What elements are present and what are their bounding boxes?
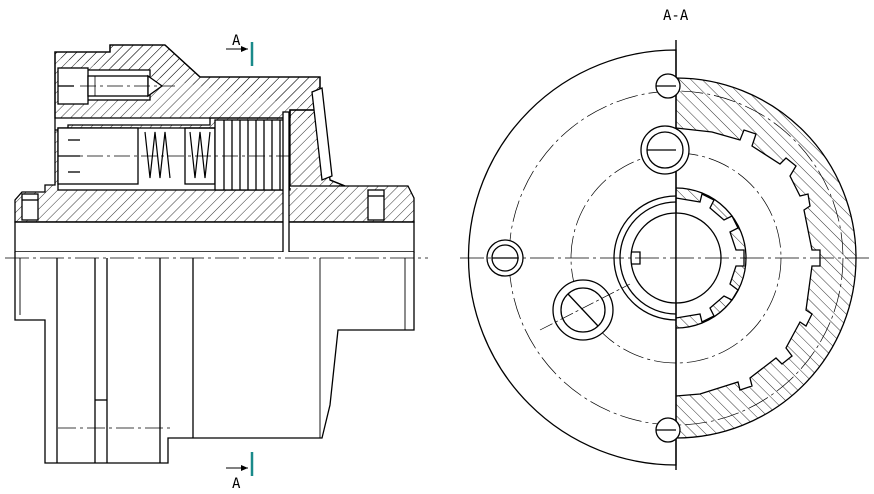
shaft-pin [282, 111, 290, 259]
screw-hole-lower [539, 279, 631, 341]
housing-lower-outline [14, 252, 415, 464]
cut-label-top: A [232, 33, 241, 49]
outer-disc-left [467, 49, 677, 466]
spring-left [144, 131, 171, 179]
cut-marker-bottom: A [226, 452, 254, 492]
disc-stack [214, 119, 288, 191]
screw-hole-bottom [655, 417, 681, 443]
spring-right [189, 131, 211, 179]
side-section-view [5, 44, 428, 464]
section-aa-view [460, 40, 870, 470]
set-screw-right [367, 189, 385, 221]
screw-hole-upper [640, 125, 690, 175]
set-screw-left [21, 193, 39, 221]
screw-hole-top [655, 73, 681, 99]
section-title: A-A [663, 8, 689, 24]
inner-toothed-bore [676, 127, 821, 397]
cut-label-bottom: A [232, 476, 241, 492]
cut-marker-top: A [226, 33, 254, 66]
